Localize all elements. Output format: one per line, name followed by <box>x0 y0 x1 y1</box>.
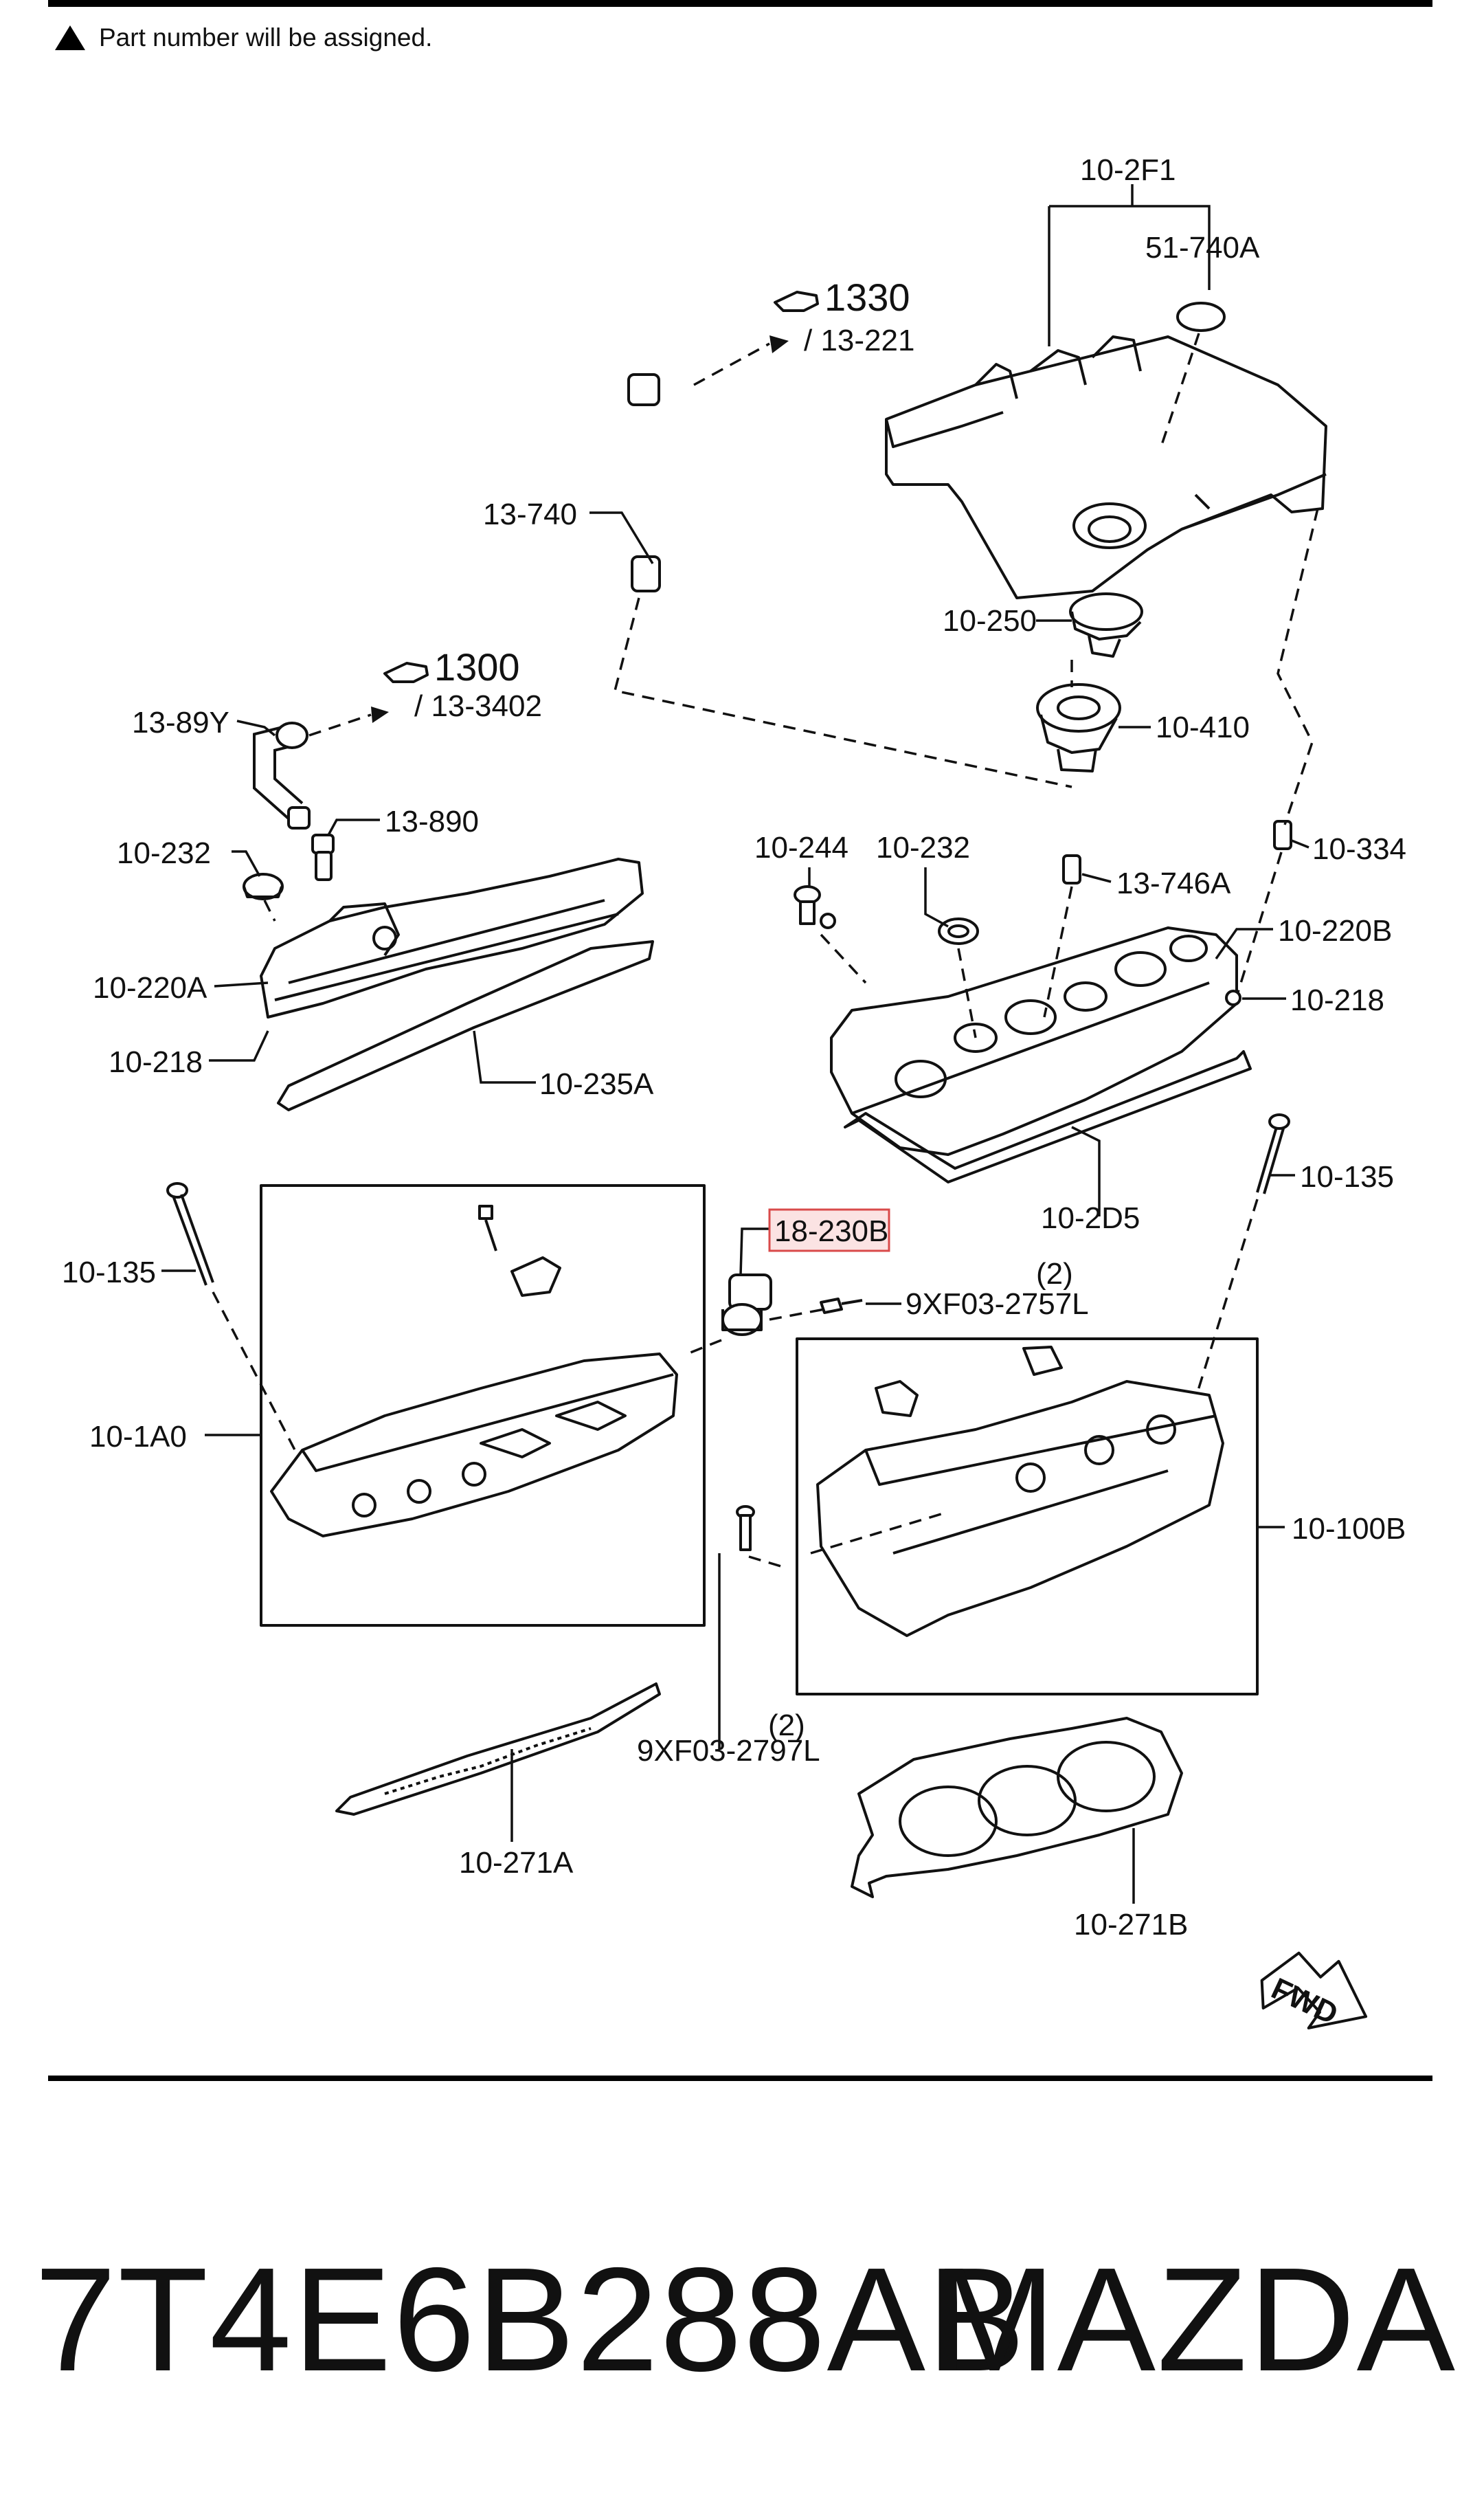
screw-9XF03-2757L[interactable] <box>820 1298 863 1314</box>
leader-lines <box>161 511 1309 1904</box>
gasket-10-235A[interactable] <box>277 940 654 1111</box>
callout-10-271B: 10-271B <box>1074 1908 1188 1942</box>
callout-9XF03-2797L: 9XF03-2797L <box>637 1734 820 1768</box>
top-rule <box>48 0 1432 7</box>
pointing-hand-icon <box>774 291 819 312</box>
bolt-9XF03-2797L[interactable] <box>736 1505 755 1551</box>
engine-cover[interactable] <box>885 335 1327 599</box>
cylinder-head-box-10-100B <box>796 1337 1259 1695</box>
bolt-10-135-right[interactable] <box>1256 1113 1290 1194</box>
brand-name: MAZDA <box>932 2236 1457 2402</box>
fitting-10-334[interactable] <box>1273 820 1292 850</box>
camshaft-position-sensor-18-230B[interactable] <box>721 1273 772 1336</box>
callout-13-890: 13-890 <box>385 805 479 838</box>
cam-cap-right-2[interactable] <box>1022 1346 1063 1376</box>
assigned-part-note-text: Part number will be assigned. <box>99 23 433 52</box>
callout-quantity-2757L: (2) <box>1036 1257 1073 1291</box>
callout-9XF03-2757L: 9XF03-2757L <box>906 1287 1089 1321</box>
callout-10-250: 10-250 <box>943 604 1037 638</box>
pointing-hand-icon <box>383 662 429 683</box>
oil-filler-neck[interactable] <box>1036 683 1121 772</box>
callout-10-235A: 10-235A <box>539 1067 654 1101</box>
footer-caption: 7T4E6B288AB MAZDA <box>0 2240 1484 2399</box>
callout-10-244: 10-244 <box>754 831 848 865</box>
head-gasket-10-271B[interactable] <box>851 1717 1183 1898</box>
part-number: 7T4E6B288AB <box>34 2236 1027 2402</box>
cylinder-head-10-100B[interactable] <box>816 1380 1224 1637</box>
callout-10-271A: 10-271A <box>459 1846 574 1880</box>
callout-10-2D5: 10-2D5 <box>1041 1201 1140 1235</box>
seal-10-232-left[interactable] <box>243 873 284 900</box>
fitting-13-746A[interactable] <box>1043 854 1081 1018</box>
callout-10-135-right: 10-135 <box>1300 1160 1394 1194</box>
seal-10-232-right[interactable] <box>938 917 979 945</box>
callout-18-230B[interactable]: 18-230B <box>774 1214 888 1248</box>
oil-filler-cap[interactable] <box>1069 592 1143 658</box>
bottom-rule <box>48 2076 1432 2081</box>
reference-1300: 1300 / 13-3402 <box>383 645 542 723</box>
ref-13-3402-text: / 13-3402 <box>414 689 542 723</box>
exploded-parts-diagram: 1330 / 13-221 1300 / 13-3402 10-2F1 51-7… <box>62 153 1406 2032</box>
bolt-left-head-top[interactable] <box>478 1205 497 1252</box>
callout-10-232-left: 10-232 <box>117 836 211 870</box>
grommet-51-740A[interactable] <box>1176 302 1226 332</box>
bracket-10-2F1 <box>1048 184 1211 346</box>
callout-10-218-left: 10-218 <box>109 1045 203 1079</box>
ref-1300-text: 1300 <box>434 645 520 689</box>
pcv-valve-13-890[interactable] <box>311 834 335 881</box>
highlight-box-18-230B <box>768 1208 890 1252</box>
callout-10-100B: 10-100B <box>1292 1512 1406 1546</box>
callout-51-740A: 51-740A <box>1145 231 1260 265</box>
callout-13-746A: 13-746A <box>1116 867 1231 900</box>
bolt-10-135-left[interactable] <box>166 1182 214 1286</box>
cam-cap-right-1[interactable] <box>875 1380 919 1417</box>
forward-direction-arrow-icon <box>1260 1951 1368 2029</box>
callout-10-232-right: 10-232 <box>876 831 970 865</box>
cylinder-head-box-10-1A0 <box>260 1184 706 1627</box>
ref-1330-text: 1330 <box>824 276 910 319</box>
callout-10-334: 10-334 <box>1312 832 1406 866</box>
cylinder-head-cover-10-220A[interactable] <box>260 858 644 1019</box>
callout-10-218-right: 10-218 <box>1290 983 1384 1017</box>
callout-10-2F1: 10-2F1 <box>1080 153 1176 187</box>
callout-10-410: 10-410 <box>1156 711 1250 744</box>
gasket-10-2D5[interactable] <box>844 1050 1252 1183</box>
pcv-hose-13-740[interactable] <box>627 373 799 592</box>
cylinder-head-cover-10-220B[interactable] <box>830 926 1238 1156</box>
cam-cap-left[interactable] <box>510 1256 561 1297</box>
callout-10-135-left: 10-135 <box>62 1256 156 1289</box>
callout-10-1A0: 10-1A0 <box>89 1420 187 1454</box>
bolt-10-244[interactable] <box>794 885 836 929</box>
callout-10-220A: 10-220A <box>93 971 207 1005</box>
callout-10-220B: 10-220B <box>1278 914 1392 948</box>
cylinder-head-10-1A0[interactable] <box>270 1353 678 1537</box>
stud-10-218-right[interactable] <box>1225 990 1241 1006</box>
reference-1330: 1330 / 13-221 <box>774 276 914 357</box>
assigned-part-note: Part number will be assigned. <box>55 23 432 52</box>
pcv-hose-13-89Y[interactable] <box>253 722 311 830</box>
callout-13-89Y: 13-89Y <box>132 706 229 739</box>
triangle-marker-icon <box>55 25 85 50</box>
head-gasket-10-271A[interactable] <box>335 1682 661 1816</box>
callout-quantity-2797L: (2) <box>768 1709 805 1742</box>
callout-13-740: 13-740 <box>483 498 577 531</box>
ref-13-221-text: / 13-221 <box>804 324 914 357</box>
